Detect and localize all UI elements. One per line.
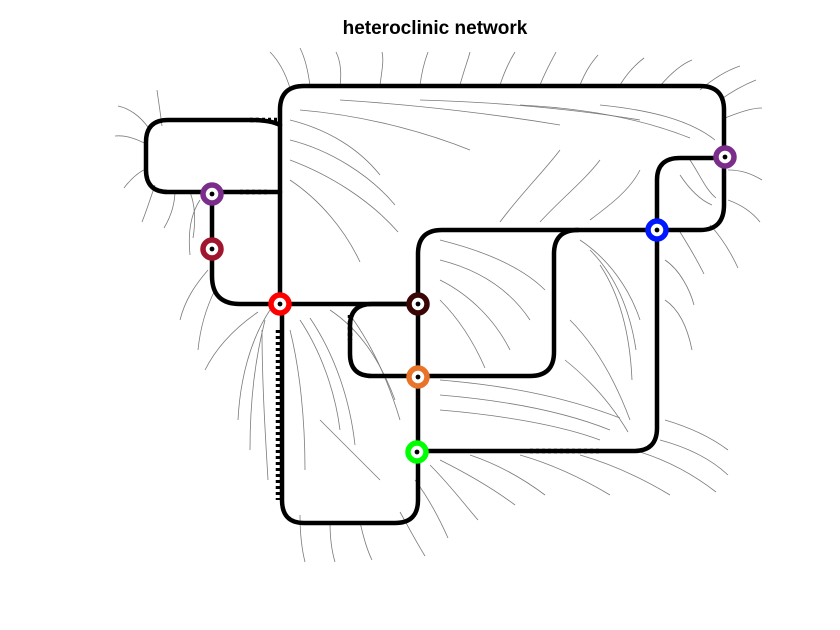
node-crimson xyxy=(200,237,224,261)
node-blue xyxy=(645,218,669,242)
node-red xyxy=(268,292,292,316)
node-purple-right xyxy=(713,145,737,169)
node-purple-top-left xyxy=(200,182,224,206)
flow-lines xyxy=(114,47,763,563)
node-orange xyxy=(406,365,430,389)
equilibrium-nodes xyxy=(200,145,737,464)
diagram-title: heteroclinic network xyxy=(342,18,528,39)
node-dark-brown xyxy=(406,292,430,316)
heteroclinic-connections xyxy=(143,83,727,526)
node-green xyxy=(405,440,429,464)
